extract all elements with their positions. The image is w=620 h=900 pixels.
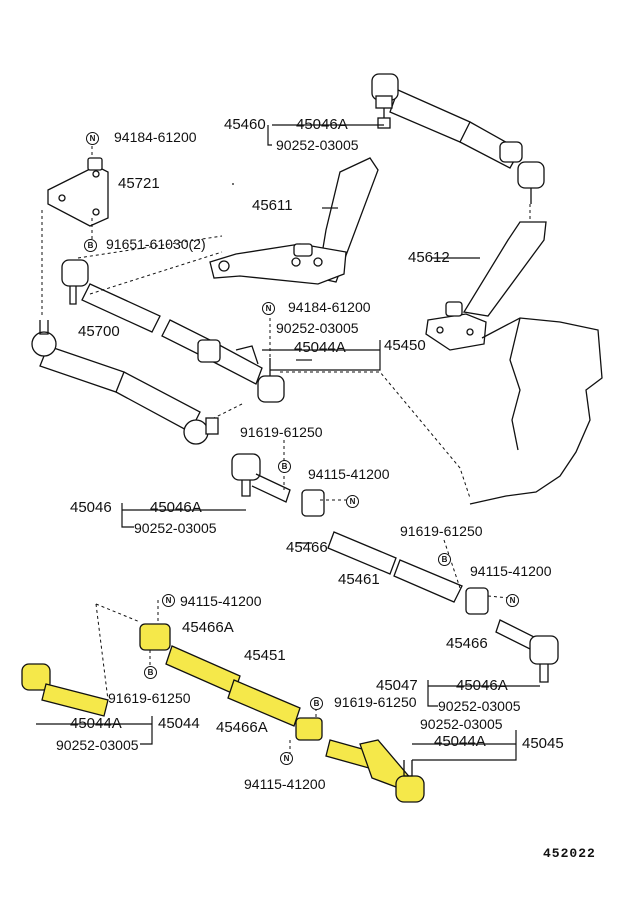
label-45466a-b: 45466A bbox=[216, 719, 268, 736]
steering-damper-45700 bbox=[31, 320, 219, 445]
nut-badge-icon: N bbox=[280, 752, 293, 765]
nut-badge-icon: N bbox=[86, 132, 99, 145]
label-91651: 91651-61030(2) bbox=[106, 236, 206, 252]
label-45044a-left: 45044A bbox=[70, 715, 122, 732]
label-91619-a: 91619-61250 bbox=[240, 424, 323, 440]
label-45046a-right: 45046A bbox=[456, 677, 508, 694]
tie-rod-end-45047 bbox=[495, 619, 559, 683]
nut-badge-icon: N bbox=[506, 594, 519, 607]
label-45044a-mid: 45044A bbox=[294, 339, 346, 356]
label-94115-d: 94115-41200 bbox=[244, 776, 326, 792]
label-45044: 45044 bbox=[158, 715, 200, 732]
steering-gear-outline bbox=[469, 317, 603, 505]
nut-badge-icon: N bbox=[346, 495, 359, 508]
nut-badge-icon: N bbox=[162, 594, 175, 607]
label-45466a-a: 45466A bbox=[182, 619, 234, 636]
label-45046a-top: 45046A bbox=[296, 116, 348, 133]
pitman-arm-45612 bbox=[425, 221, 547, 351]
label-45046: 45046 bbox=[70, 499, 112, 516]
label-45450: 45450 bbox=[384, 337, 426, 354]
nut-badge-icon: N bbox=[262, 302, 275, 315]
label-45045: 45045 bbox=[522, 735, 564, 752]
label-91619-c: 91619-61250 bbox=[108, 690, 191, 706]
label-45451: 45451 bbox=[244, 647, 286, 664]
label-45460: 45460 bbox=[224, 116, 266, 133]
upper-right-tie-rod bbox=[371, 73, 545, 204]
clamp-45466-b bbox=[465, 587, 489, 615]
label-45721: 45721 bbox=[118, 175, 160, 192]
label-45046a-mid: 45046A bbox=[150, 499, 202, 516]
label-90252-mid: 90252-03005 bbox=[276, 320, 359, 336]
label-91619-b: 91619-61250 bbox=[400, 523, 483, 539]
label-45611: 45611 bbox=[252, 197, 293, 214]
leader-lines bbox=[36, 124, 540, 761]
label-90252-top: 90252-03005 bbox=[276, 137, 359, 153]
label-45044a-right: 45044A bbox=[434, 733, 486, 750]
label-45047: 45047 bbox=[376, 677, 418, 694]
label-94115-b: 94115-41200 bbox=[470, 563, 552, 579]
label-90252-right-2: 90252-03005 bbox=[420, 716, 503, 732]
bolt-badge-icon: B bbox=[84, 239, 97, 252]
label-45466-a: 45466 bbox=[286, 539, 328, 556]
bracket-45721 bbox=[47, 157, 109, 227]
label-45466-b: 45466 bbox=[446, 635, 488, 652]
idler-arm-45611 bbox=[209, 157, 379, 285]
label-45461: 45461 bbox=[338, 571, 380, 588]
label-90252-right: 90252-03005 bbox=[438, 698, 521, 714]
label-45612: 45612 bbox=[408, 249, 450, 266]
label-45700: 45700 bbox=[78, 323, 120, 340]
tie-rod-end-45046 bbox=[231, 453, 291, 503]
label-94115-a: 94115-41200 bbox=[308, 466, 390, 482]
label-94184-top: 94184-61200 bbox=[114, 129, 197, 145]
drag-link bbox=[61, 259, 285, 403]
label-94115-c: 94115-41200 bbox=[180, 593, 262, 609]
bolt-badge-icon: B bbox=[144, 666, 157, 679]
highlighted-tie-rod-assembly bbox=[21, 623, 425, 803]
label-90252-bottom-left: 90252-03005 bbox=[56, 737, 139, 753]
diagram-code: 452022 bbox=[543, 846, 596, 861]
label-91619-d: 91619-61250 bbox=[334, 694, 417, 710]
adjusting-tube-45461 bbox=[327, 531, 463, 603]
label-90252-left: 90252-03005 bbox=[134, 520, 217, 536]
bolt-badge-icon: B bbox=[278, 460, 291, 473]
bolt-badge-icon: B bbox=[310, 697, 323, 710]
bolt-badge-icon: B bbox=[438, 553, 451, 566]
label-94184-mid: 94184-61200 bbox=[288, 299, 371, 315]
clamp-45466-a bbox=[301, 489, 325, 517]
